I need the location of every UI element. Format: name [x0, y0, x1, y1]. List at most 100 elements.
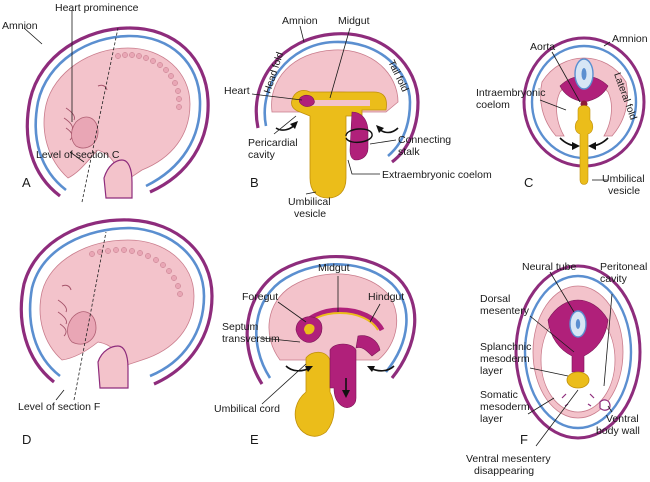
panel-c-aorta-label: Aorta [530, 41, 555, 53]
panel-b-heart-label: Heart [224, 85, 250, 97]
panel-b-vesicle-label-1: Umbilical [288, 196, 331, 208]
panel-c-vesicle-label-1: Umbilical [602, 173, 645, 185]
panel-f-splanchnic-label-1: Splanchnic [480, 341, 531, 353]
panel-b-vesicle-leader [305, 191, 317, 195]
panel-a-amnion-label: Amnion [2, 20, 38, 32]
panel-f-mesentery-label-2: disappearing [474, 465, 534, 477]
panel-e-hindgut-leader [369, 303, 381, 323]
panel-f-peritoneal-label-1: Peritoneal [600, 261, 647, 273]
panel-d-heart [67, 311, 97, 345]
panel-f-ventral-body-label-1: Ventral [606, 413, 639, 425]
panel-c-coelom-label-2: coelom [476, 99, 510, 111]
panel-e-amnion [255, 263, 408, 379]
panel-a-section-label: Level of section C [36, 149, 120, 161]
panel-b-amnion-leader [299, 25, 305, 43]
panel-d-stalk [97, 345, 129, 389]
panel-b-stalk-leader [369, 139, 397, 145]
panel-e-outer-membrane [245, 255, 417, 385]
panel-c-body-wall [540, 57, 628, 137]
panel-a-stalk [103, 159, 133, 199]
panel-f-dorsal-leader [529, 315, 575, 353]
panel-e-septum-leader [261, 337, 301, 343]
panel-f-splanchnic-label-3: layer [480, 365, 503, 377]
panel-b-pericardial-label-1: Pericardial [248, 137, 298, 149]
panel-b-stalk-label-1: Connecting [398, 134, 451, 146]
panel-f-ventral-body-leader [607, 405, 613, 413]
panel-c-yolk-stalk [574, 105, 594, 185]
panel-e-foregut-lumen [304, 323, 315, 335]
panel-e-cord-label: Umbilical cord [214, 403, 280, 415]
panel-e-umbilical-cord [329, 343, 357, 408]
panel-e-midgut-label: Midgut [318, 262, 350, 274]
panel-c-aorta-leader [551, 51, 581, 103]
panel-c-amnion-leader [603, 41, 611, 47]
panel-f-somatic-label-1: Somatic [480, 389, 518, 401]
panel-a-heart-prominence [71, 116, 99, 149]
panel-c-vesicle-label-2: vesicle [608, 185, 640, 197]
panel-b-midgut-leader [329, 27, 351, 99]
panel-b-letter: B [250, 175, 259, 190]
panel-b-stalk-label-2: stalk [398, 146, 420, 158]
panel-f-somatic-label-3: layer [480, 413, 503, 425]
panel-e-yolk [294, 351, 335, 437]
panel-e-letter: E [250, 432, 259, 447]
panel-c-amnion-label: Amnion [612, 33, 648, 45]
panel-b: Head fold Tail fold Amnion Midgut Heart … [224, 15, 492, 220]
panel-d-section-line [73, 231, 107, 401]
panel-b-amnion [263, 40, 412, 157]
panel-e-hindgut-label: Hindgut [368, 291, 404, 303]
panel-c-right-arrowhead [588, 142, 596, 150]
panel-a-amnion-leader [23, 27, 43, 45]
panel-a-eye [97, 84, 108, 91]
panel-f-neural-label: Neural tube [522, 261, 576, 273]
panel-f-dorsal-label-1: Dorsal [480, 293, 510, 305]
panel-a-section-leader [69, 151, 85, 163]
panel-f-letter: F [520, 432, 528, 447]
panel-d-section-leader [55, 389, 65, 401]
panel-b-heart-leader [251, 93, 303, 101]
panel-b-coelom-leader [347, 159, 380, 175]
panel-f-mesentery-label-1: Ventral mesentery [466, 453, 551, 465]
panel-f-neural-canal [575, 319, 581, 329]
panel-d-eye [61, 284, 72, 291]
panel-b-pericardial-label-2: cavity [248, 149, 276, 161]
panel-c-letter: C [524, 175, 533, 190]
panel-f-splanchnic-leader [529, 367, 569, 377]
panel-d-somites [89, 247, 183, 297]
panel-f-neural-leader [549, 271, 575, 313]
panel-f-peritoneal-label-2: cavity [600, 273, 628, 285]
panel-a-somites [115, 52, 182, 110]
panel-f-amnion [523, 274, 633, 430]
panel-b-tail-arrowhead [376, 125, 384, 133]
panel-f-mesentery-leader [535, 389, 579, 447]
panel-e-cord-leader [261, 363, 307, 405]
panel-f-peritoneal-leader [603, 293, 613, 387]
panel-e-septum-label-2: transversum [222, 333, 280, 345]
panel-b-midgut-bar [310, 100, 370, 106]
panel-b-heart [298, 94, 315, 107]
panel-b-coelom-label: Extraembryonic coelom [382, 169, 492, 181]
panel-f-dorsal-label-2: mesentery [480, 305, 530, 317]
panel-f-ventral-notch [599, 399, 611, 411]
panel-f-gut [566, 371, 590, 389]
panel-c-coelom-leader [539, 99, 567, 111]
panel-d: Level of section F D [18, 218, 214, 447]
panel-c-coelom-label-1: Intraembryonic [476, 87, 545, 99]
panel-e-septum-label-1: Septum [222, 321, 258, 333]
panel-a-heart-prominence-label: Heart prominence [55, 2, 139, 14]
panel-b-head-arrowhead [290, 121, 298, 129]
panel-e-foregut-label: Foregut [242, 291, 278, 303]
panel-f: Neural tube Peritoneal cavity Dorsal mes… [466, 261, 647, 477]
panel-f-ventral-body-label-2: body wall [596, 425, 640, 437]
panel-f-splanchnic-label-2: mesoderm [480, 353, 530, 365]
panel-d-letter: D [22, 432, 31, 447]
panel-e-right-arrowhead [367, 366, 375, 372]
panel-a-amnion [34, 34, 202, 192]
panel-f-somatic-leader [527, 397, 555, 415]
panel-d-outer-membrane [19, 218, 214, 386]
panel-e-cord-arrowhead [342, 390, 350, 398]
panel-f-ventral-mesentery [561, 393, 595, 407]
panel-b-vesicle-label-2: vesicle [294, 208, 326, 220]
panel-b-connecting-stalk [349, 111, 369, 161]
